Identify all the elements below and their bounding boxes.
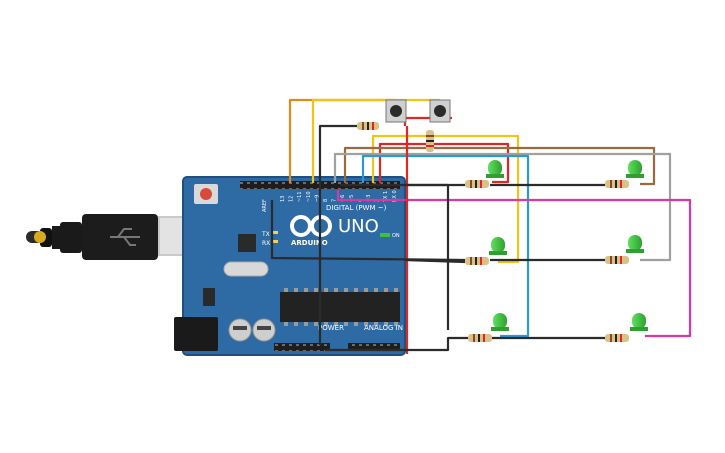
arduino-uno-board[interactable]: UNO ARDUINO DIGITAL (PWM ~) POWER ANALOG… [174,176,406,356]
digital-pin-label: 13 [280,196,286,202]
rx-label: RX [262,240,270,247]
led-3[interactable] [489,237,507,255]
digital-pin-label: TX 1 [383,191,389,203]
wire-black-row3[interactable] [325,336,468,352]
tx-led [272,231,278,234]
wire-gray[interactable] [333,152,672,262]
digital-pin-label: ~10 [306,191,312,202]
analog-label: ANALOG IN [364,324,403,332]
wire-brown[interactable] [343,146,656,186]
brand-text: ARDUINO [291,239,328,247]
digital-pin-label: ~3 [366,195,372,202]
led-6[interactable] [630,313,648,331]
digital-pin-label: RX 0 [392,190,398,202]
capacitors [228,318,276,342]
wire-black-button[interactable] [318,124,357,183]
reset-button[interactable] [194,184,218,204]
wire-yellow-top[interactable] [311,98,440,183]
power-jack[interactable] [174,317,218,351]
led-4[interactable] [626,235,644,253]
wires[interactable] [270,98,692,354]
led-2[interactable] [626,160,644,178]
wire-magenta[interactable] [336,190,692,338]
tx-label: TX [261,231,270,238]
wire-blue[interactable] [361,154,530,338]
digital-pin-label: 8 [323,199,329,202]
analog-header[interactable] [348,343,400,351]
leds[interactable] [486,160,648,331]
usb-symbol-icon [110,228,140,246]
wire-black-short[interactable] [404,258,466,264]
resistor[interactable] [465,180,489,188]
digital-label: DIGITAL (PWM ~) [326,204,387,212]
wire-black-row2[interactable] [270,200,466,262]
resistor[interactable] [357,122,379,130]
usb-chip [238,234,256,252]
on-led [380,233,390,237]
resistor[interactable] [465,257,489,265]
resistors[interactable] [357,122,629,342]
power-header[interactable] [274,343,330,351]
digital-pin-label: ~5 [349,195,355,202]
usb-cable[interactable] [26,214,188,260]
wire-black-side[interactable] [405,183,450,330]
wire-yellow[interactable] [371,134,520,264]
resistor[interactable] [605,180,629,188]
digital-pin-label: ~6 [340,195,346,202]
logo-uno: UNO [338,216,379,237]
rx-led [272,240,278,243]
push-button-2[interactable] [429,99,451,123]
power-label: POWER [318,324,344,332]
digital-pin-label: ~9 [314,195,320,202]
atmega-chip [280,292,400,322]
crystal [223,261,269,277]
resistor[interactable] [605,256,629,264]
bolt-icon [34,231,46,243]
on-label: ON [392,233,400,239]
aref-label: AREF [262,199,268,212]
resistor[interactable] [468,334,492,342]
led-1[interactable] [486,160,504,178]
digital-pin-label: 7 [332,199,338,202]
digital-pin-label: 12 [289,196,295,202]
led-5[interactable] [491,313,509,331]
regulator [203,288,215,306]
push-button-1[interactable] [385,99,407,123]
resistor[interactable] [426,130,434,152]
resistor[interactable] [605,334,629,342]
digital-pin-label: ~11 [297,191,303,202]
